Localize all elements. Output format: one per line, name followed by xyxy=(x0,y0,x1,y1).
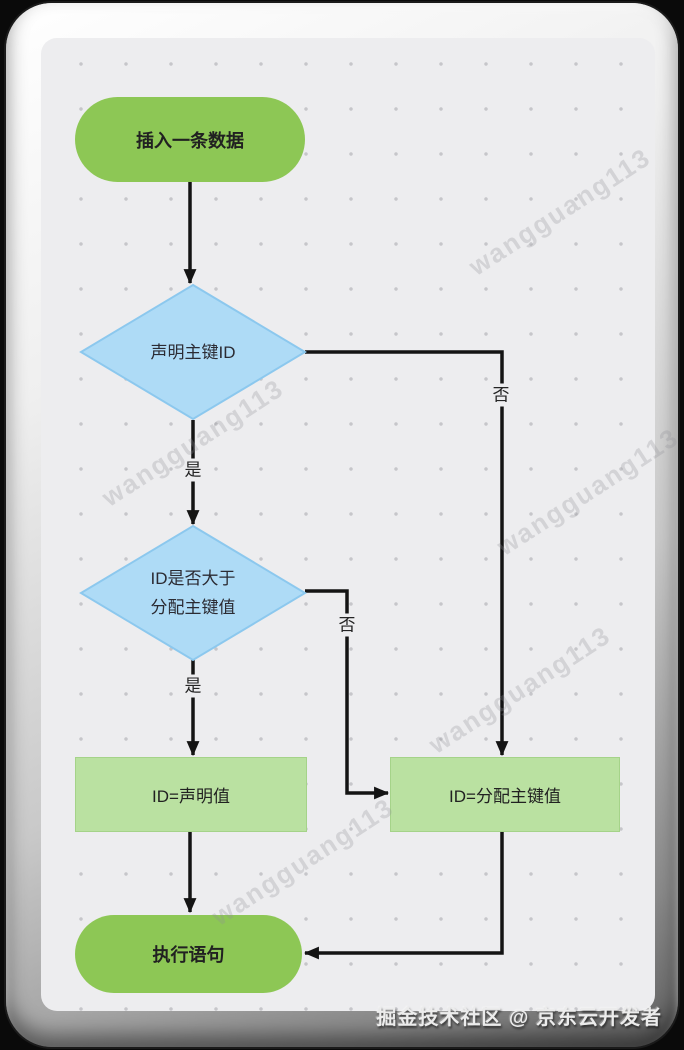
edge-no-to-set-allocated-top xyxy=(305,350,509,757)
node-end-terminator: 执行语句 xyxy=(75,915,302,993)
edge-label-yes-top: 是 xyxy=(182,458,204,482)
edge-set-allocated-to-end xyxy=(303,829,504,960)
node-process-id-declared: ID=声明值 xyxy=(75,757,307,832)
process-id-declared-label: ID=声明值 xyxy=(152,787,230,806)
node-process-id-allocated: ID=分配主键值 xyxy=(390,757,620,832)
decision-id-greater-shape xyxy=(79,524,307,662)
node-end-label: 执行语句 xyxy=(152,945,225,965)
process-id-allocated-label: ID=分配主键值 xyxy=(449,787,561,806)
device-frame xyxy=(6,3,678,1047)
node-start-label: 插入一条数据 xyxy=(136,130,244,151)
edge-label-no-middle: 否 xyxy=(336,613,358,637)
diagram-canvas xyxy=(41,38,655,1011)
edge-label-yes-bottom: 是 xyxy=(182,674,204,698)
decision-declared-id-shape xyxy=(79,283,307,421)
node-start-terminator: 插入一条数据 xyxy=(75,97,305,182)
edge-label-no-right: 否 xyxy=(490,383,512,407)
edge-no-to-set-allocated-left xyxy=(305,589,390,800)
bottom-caption: 掘金技术社区 @ 京东云开发者 xyxy=(376,1007,662,1029)
